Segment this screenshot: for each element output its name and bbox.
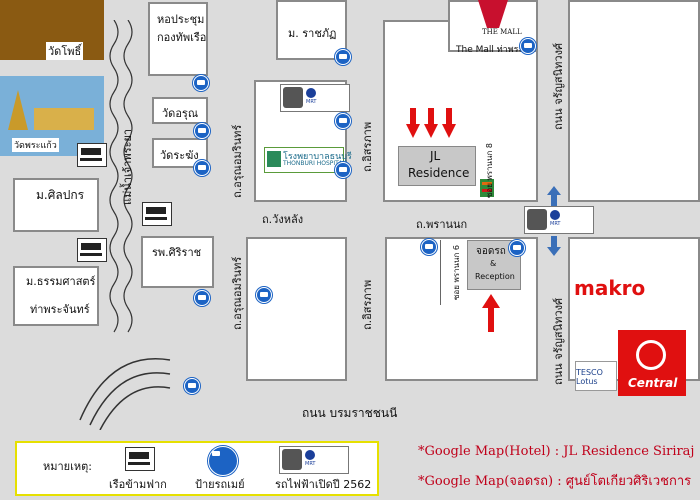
parking-amp: & <box>490 259 497 268</box>
itsaraphap-road-upper: ถ.อิสรภาพ <box>361 121 374 172</box>
river-label: แม่น้ำเจ้าพระยา <box>121 128 134 205</box>
arun-amarin-road-lower: ถ.อรุณอมรินทร์ <box>231 256 244 330</box>
legend-mrt-label: รถไฟฟ้าเปิดปี 2562 <box>275 478 372 491</box>
bus-stop-icon <box>194 290 210 306</box>
arun-amarin-road-upper: ถ.อรุณอมรินทร์ <box>231 124 244 198</box>
ferry-pier-icon <box>77 143 107 167</box>
hotel-name-1: JL <box>430 149 441 163</box>
bus-stop-icon <box>335 49 351 65</box>
central-emblem-icon <box>636 340 666 370</box>
bus-legend-icon <box>208 446 238 476</box>
bus-stop-icon <box>520 38 536 54</box>
bus-stop-icon <box>184 378 200 394</box>
legend-title: หมายเหตุ: <box>43 460 92 473</box>
wat-rakang-label: วัดระฆัง <box>160 149 199 162</box>
hotel-arrows <box>406 108 456 138</box>
tesco-logo <box>575 361 617 391</box>
wat-rakang-block <box>152 138 208 168</box>
central-logo: Central <box>618 330 686 396</box>
silpakorn-block <box>13 178 99 232</box>
charan-road-upper: ถนน จรัญสนิทวงศ์ <box>552 43 565 130</box>
thonburi-hospital-sign: โรงพยาบาลธนบุรี THONBURI HOSPITAL <box>264 147 352 173</box>
bus-stop-icon <box>194 160 210 176</box>
soi-8-label: ซอย พรานนก 8 <box>485 143 494 198</box>
the-mall-label: The Mall ท่าพระ <box>456 45 524 55</box>
temple-roof-icon <box>34 108 94 130</box>
wat-pho-label: วัดโพธิ์ <box>46 42 84 60</box>
phran-nok-road-label: ถ.พรานนก <box>416 218 468 231</box>
mrt-station-icon: MRT <box>524 206 594 234</box>
hotel-map-note[interactable]: *Google Map(Hotel) : JL Residence Sirira… <box>418 444 695 459</box>
ferry-legend-icon <box>125 447 155 471</box>
thammasat-block <box>13 266 99 326</box>
wat-phrakaew-label: วัดพระแก้ว <box>12 138 59 152</box>
reception-label: Reception <box>475 272 515 281</box>
hospital-logo-icon <box>267 151 281 167</box>
legend: หมายเหตุ: เรือข้ามฟาก ป้ายรถเมย์ MRT รถไ… <box>15 441 379 496</box>
hotel-name-2: Residence <box>408 166 470 180</box>
thonburi-hospital-th: โรงพยาบาลธนบุรี <box>283 152 352 162</box>
makro-logo: makro <box>574 276 646 300</box>
the-mall-logo: THE MALL <box>482 28 522 36</box>
center-bottom-block <box>246 237 347 381</box>
thonburi-hospital-en: THONBURI HOSPITAL <box>283 160 346 167</box>
legend-bus-label: ป้ายรถเมย์ <box>195 478 245 491</box>
parking-map-note[interactable]: *Google Map(จอดรถ) : ศูนย์โตเกียวศิริเวช… <box>418 474 692 489</box>
jl-residence-building <box>398 146 476 186</box>
bus-stop-icon <box>256 287 272 303</box>
mrt-legend-icon: MRT <box>279 446 349 474</box>
wat-arun-block <box>152 97 208 124</box>
thammasat-label-2: ท่าพระจันทร์ <box>30 303 90 316</box>
ferry-pier-icon <box>77 238 107 262</box>
navy-hall-block <box>148 2 208 76</box>
parking-arrow <box>482 294 500 332</box>
up-arrow-blue <box>547 186 561 206</box>
legend-boat-label: เรือข้ามฟาก <box>109 478 167 491</box>
siriraj-block <box>141 236 214 288</box>
down-arrow-blue <box>547 236 561 256</box>
soi-6-label: ซอย พรานนก 6 <box>452 245 461 300</box>
mrt-station-icon: MRT <box>280 84 350 112</box>
central-label: Central <box>628 376 678 390</box>
rajabhat-label: ม. ราชภัฏ <box>288 27 337 40</box>
borommaratchachonnani-road: ถนน บรมราชชนนี <box>302 406 398 420</box>
rajabhat-block <box>276 0 347 60</box>
itsaraphap-road-lower: ถ.อิสรภาพ <box>361 279 374 330</box>
bus-stop-icon <box>194 123 210 139</box>
bus-stop-icon <box>335 162 351 178</box>
ferry-pier-icon <box>142 202 172 226</box>
far-right-upper <box>568 0 700 202</box>
silpakorn-label: ม.ศิลปกร <box>36 188 85 202</box>
seven-eleven-icon <box>479 178 495 198</box>
soi-6-line <box>440 240 441 305</box>
siriraj-label: รพ.ศิริราช <box>152 246 202 259</box>
bus-stop-icon <box>421 239 437 255</box>
tesco-label: TESCO Lotus <box>576 368 603 386</box>
river-curve <box>79 358 171 430</box>
river <box>109 20 133 333</box>
bus-stop-icon <box>193 75 209 91</box>
navy-hall-label-1: หอประชุม <box>157 13 205 26</box>
charan-road-lower: ถนน จรัญสนิทวงศ์ <box>552 298 565 385</box>
navy-hall-label-2: กองทัพเรือ <box>157 31 207 44</box>
thammasat-label-1: ม.ธรรมศาสตร์ <box>26 275 96 288</box>
bus-stop-icon <box>509 240 525 256</box>
wat-arun-label: วัดอรุณ <box>162 107 199 120</box>
parking-label: จอดรถ <box>476 246 506 257</box>
wang-lang-road-label: ถ.วังหลัง <box>262 213 304 226</box>
bus-stop-icon <box>335 113 351 129</box>
